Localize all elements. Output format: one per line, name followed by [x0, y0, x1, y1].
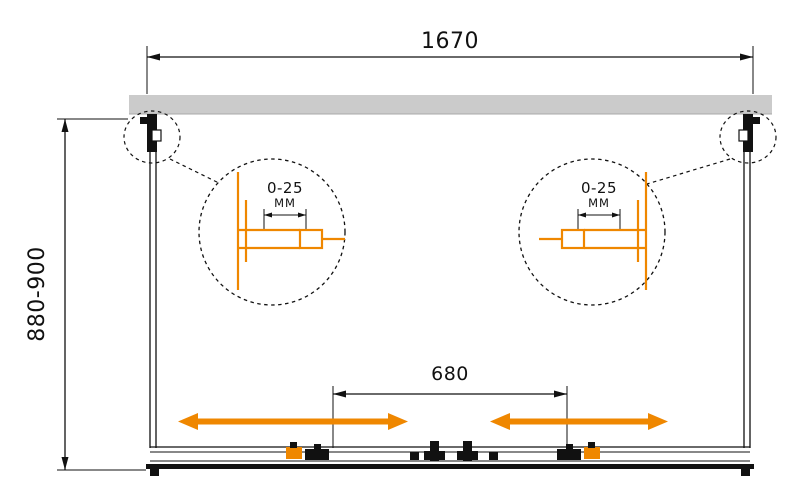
adjustment-unit-label-left: MM	[274, 196, 296, 210]
wall-profile-section-left	[236, 172, 345, 290]
enclosure-frame	[149, 150, 751, 448]
callout-ellipse-left	[123, 110, 228, 188]
wall-bracket-right	[738, 114, 760, 152]
slide-arrow-right	[490, 413, 668, 430]
adjustment-unit-label-right: MM	[588, 196, 610, 210]
dimension-overall-width: 1670	[146, 29, 754, 94]
overall-height-label: 880-900	[25, 246, 50, 341]
bottom-track	[146, 441, 754, 476]
center-door-guides	[410, 441, 498, 461]
overall-width-label: 1670	[421, 29, 479, 54]
adjustment-range-label-left: 0-25	[267, 179, 303, 197]
dimension-door-opening: 680	[332, 363, 568, 448]
door-opening-label: 680	[431, 363, 469, 385]
callout-ellipse-right	[636, 110, 777, 188]
wall-bracket-left	[140, 114, 162, 152]
adjustment-detail-left: 0-25 MM	[198, 158, 346, 306]
adjustment-range-label-right: 0-25	[581, 179, 617, 197]
wall-panel-bar	[129, 95, 772, 115]
dimension-overall-height: 880-900	[25, 118, 146, 471]
slide-arrow-left	[178, 413, 408, 430]
adjustment-detail-right: 0-25 MM	[518, 158, 666, 306]
roller-bracket-right	[557, 442, 600, 460]
wall-profile-section-right	[539, 172, 648, 290]
roller-bracket-left	[286, 442, 329, 460]
